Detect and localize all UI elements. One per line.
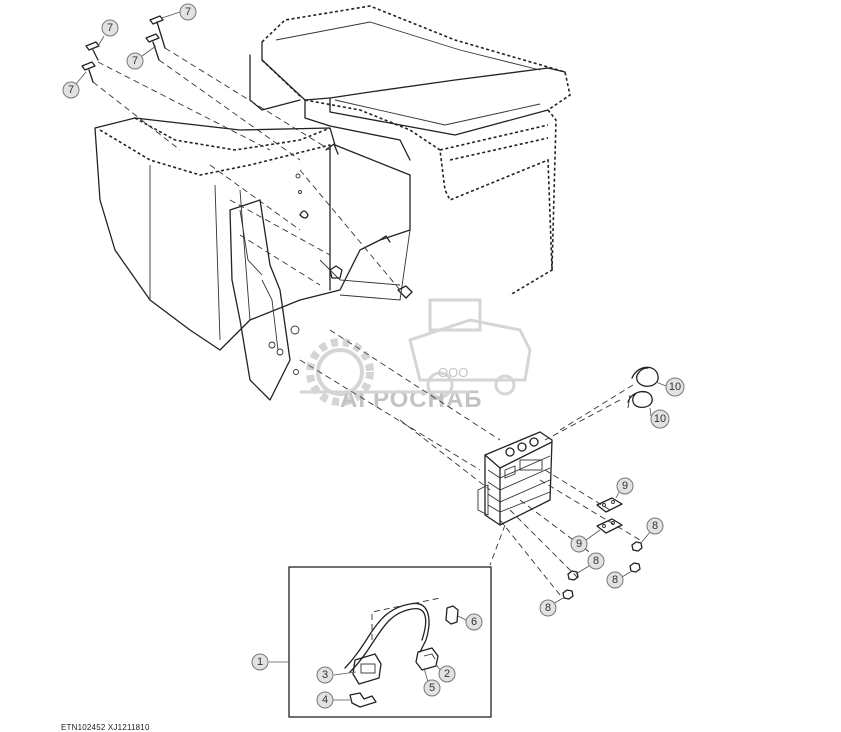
svg-text:8: 8 xyxy=(593,555,599,567)
explode-lines xyxy=(299,329,641,596)
seal-icon xyxy=(445,605,459,625)
svg-text:8: 8 xyxy=(612,574,618,586)
callout-4: 4 xyxy=(316,691,334,709)
callout-2: 2 xyxy=(438,665,456,683)
callout-10: 10 xyxy=(665,377,685,397)
combine-harvester-icon xyxy=(408,298,532,399)
svg-text:5: 5 xyxy=(429,682,435,694)
callout-10: 10 xyxy=(650,409,670,429)
callout-9: 9 xyxy=(616,477,634,495)
bolt-icon xyxy=(145,33,160,61)
svg-text:7: 7 xyxy=(132,55,138,67)
nut-icon xyxy=(631,541,643,552)
callout-5: 5 xyxy=(423,679,441,697)
svg-text:7: 7 xyxy=(185,6,191,18)
company-watermark: ООО АГРОСНАБ xyxy=(300,298,532,413)
svg-text:7: 7 xyxy=(107,22,113,34)
bolt-icon xyxy=(85,41,100,61)
callout-7: 7 xyxy=(126,52,144,70)
svg-text:2: 2 xyxy=(444,668,450,680)
callout-6: 6 xyxy=(465,613,483,631)
spring-clips-item-10 xyxy=(627,366,659,409)
bolt-icon xyxy=(149,15,166,49)
svg-text:1: 1 xyxy=(257,656,263,668)
figure-reference-code: ETN102452 XJ1211810 xyxy=(61,723,150,732)
callout-7: 7 xyxy=(101,19,119,37)
callout-7: 7 xyxy=(179,3,197,21)
bolt-icon xyxy=(81,61,96,83)
callout-7: 7 xyxy=(62,81,80,99)
callout-8: 8 xyxy=(606,571,624,589)
clip-icon xyxy=(349,692,377,708)
nuts-item-8 xyxy=(562,541,643,600)
callout-8: 8 xyxy=(646,517,664,535)
svg-text:6: 6 xyxy=(471,616,477,628)
svg-text:10: 10 xyxy=(654,413,666,425)
nut-icon xyxy=(629,562,641,573)
svg-text:8: 8 xyxy=(545,602,551,614)
nut-icon xyxy=(562,589,574,600)
nut-icon xyxy=(567,570,579,581)
svg-text:8: 8 xyxy=(652,520,658,532)
callouts: 7 7 7 7 10 10 9 xyxy=(62,3,685,709)
watermark-line1: ООО xyxy=(438,365,468,380)
svg-text:9: 9 xyxy=(622,480,628,492)
watermark-line2: АГРОСНАБ xyxy=(340,386,483,413)
callout-3: 3 xyxy=(316,666,334,684)
callout-8: 8 xyxy=(539,599,557,617)
callout-8: 8 xyxy=(587,552,605,570)
connector-icon xyxy=(415,647,439,671)
bolts-item-7 xyxy=(81,15,331,161)
svg-text:3: 3 xyxy=(322,669,328,681)
bracket-item-9 xyxy=(596,497,623,534)
svg-text:7: 7 xyxy=(68,84,74,96)
control-module xyxy=(477,431,553,526)
svg-text:4: 4 xyxy=(322,694,328,706)
svg-text:10: 10 xyxy=(669,381,681,393)
svg-text:9: 9 xyxy=(576,538,582,550)
callout-9: 9 xyxy=(570,535,588,553)
gear-logo-icon xyxy=(306,338,374,406)
callout-1: 1 xyxy=(251,653,269,671)
seat-housing-assembly xyxy=(94,5,571,401)
connector-icon xyxy=(352,653,382,685)
